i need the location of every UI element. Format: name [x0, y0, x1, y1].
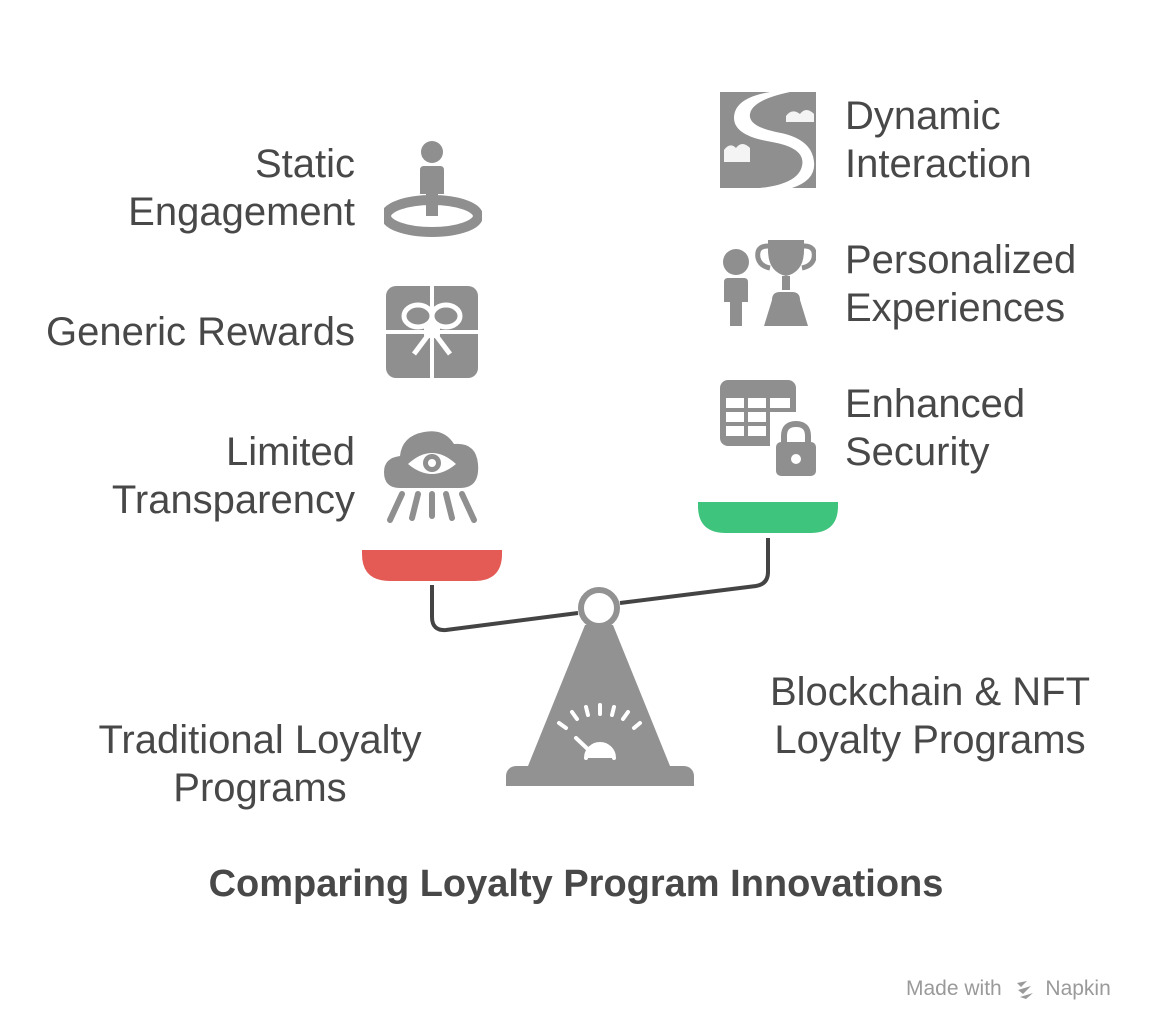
scale-stand: [528, 625, 670, 766]
cloud-eye-icon: [384, 431, 479, 523]
scale-pivot: [578, 587, 620, 629]
person-target-icon: [384, 141, 482, 237]
page-title: Comparing Loyalty Program Innovations: [208, 863, 944, 905]
right-pan-string: [619, 538, 770, 605]
watermark-prefix: Made with: [906, 977, 1002, 1001]
napkin-logo-icon: [1016, 981, 1033, 1000]
watermark: Made with Napkin: [906, 975, 1111, 1003]
table-lock-icon: [720, 380, 818, 478]
blockchain-programs-label: Blockchain & NFT Loyalty Programs: [769, 670, 1091, 762]
limited-transparency-label: Limited Transparency: [111, 430, 355, 522]
dynamic-interaction-label: Dynamic Interaction: [845, 94, 1032, 186]
person-trophy-icon: [723, 240, 816, 326]
left-pan: [362, 550, 502, 581]
traditional-programs-label: Traditional Loyalty Programs: [98, 718, 422, 810]
static-engagement-label: Static Engagement: [128, 142, 355, 234]
watermark-brand: Napkin: [1045, 977, 1111, 1001]
left-pan-string: [430, 585, 579, 633]
winding-road-icon: [720, 92, 816, 188]
gauge-icon: [557, 703, 642, 760]
generic-rewards-label: Generic Rewards: [45, 310, 355, 354]
enhanced-security-label: Enhanced Security: [845, 382, 1026, 474]
right-pan: [698, 502, 838, 533]
gift-icon: [386, 286, 478, 378]
personalized-experiences-label: Personalized Experiences: [845, 238, 1077, 330]
